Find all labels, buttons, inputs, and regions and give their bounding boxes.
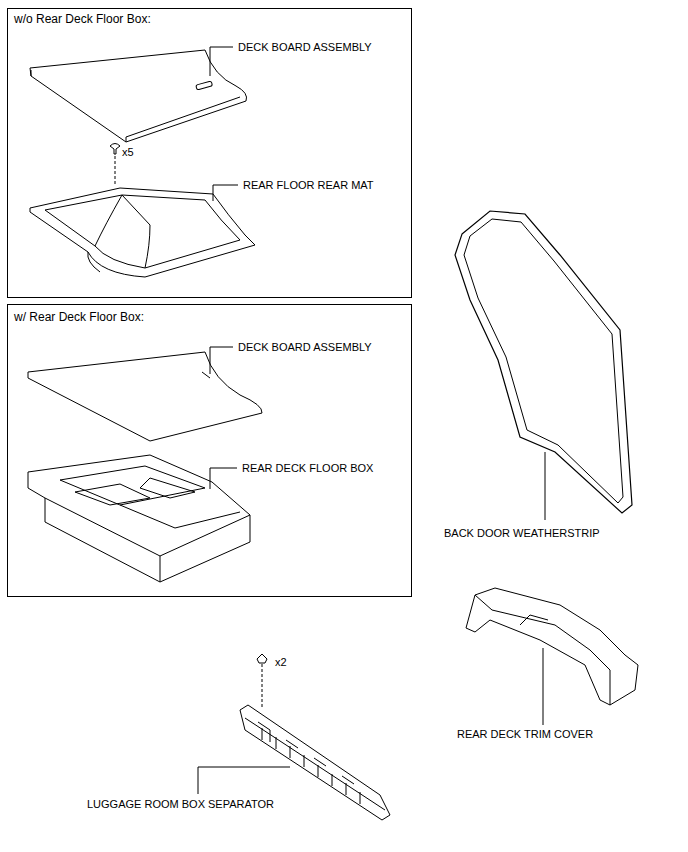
leader-line bbox=[545, 452, 546, 520]
floor-box bbox=[28, 455, 250, 582]
handle bbox=[196, 81, 213, 90]
leader-line bbox=[210, 468, 237, 489]
leader-line bbox=[210, 47, 233, 76]
part-label: REAR FLOOR REAR MAT bbox=[242, 179, 375, 192]
part-label: LUGGAGE ROOM BOX SEPARATOR bbox=[86, 798, 275, 811]
leader-line bbox=[210, 347, 233, 374]
part-label: DECK BOARD ASSEMBLY bbox=[237, 341, 373, 354]
panel-heading: w/ Rear Deck Floor Box: bbox=[13, 310, 145, 324]
trim-cover bbox=[466, 588, 638, 705]
panel-heading: w/o Rear Deck Floor Box: bbox=[13, 12, 152, 26]
leader-line bbox=[213, 185, 238, 201]
part-label: DECK BOARD ASSEMBLY bbox=[237, 41, 373, 54]
quantity-label: x2 bbox=[274, 656, 288, 669]
part-label: REAR DECK FLOOR BOX bbox=[241, 462, 374, 475]
rear-floor-mat bbox=[30, 188, 255, 277]
part-label: REAR DECK TRIM COVER bbox=[456, 728, 594, 741]
deck-board bbox=[28, 352, 262, 441]
weatherstrip bbox=[455, 211, 632, 513]
dash-line bbox=[262, 664, 263, 708]
variant-panel: w/ Rear Deck Floor Box: DECK BOARD ASSEMB… bbox=[7, 304, 412, 597]
part-label: BACK DOOR WEATHERSTRIP bbox=[443, 527, 601, 540]
dash-line bbox=[115, 156, 116, 186]
variant-panel: w/o Rear Deck Floor Box: DECK BOARD ASSEM… bbox=[7, 8, 412, 298]
clip bbox=[110, 144, 120, 155]
leader-line bbox=[543, 648, 544, 725]
part-label: x5 bbox=[121, 146, 135, 159]
leader-line bbox=[198, 767, 290, 794]
bolt bbox=[257, 654, 267, 663]
deck-board bbox=[30, 50, 247, 142]
